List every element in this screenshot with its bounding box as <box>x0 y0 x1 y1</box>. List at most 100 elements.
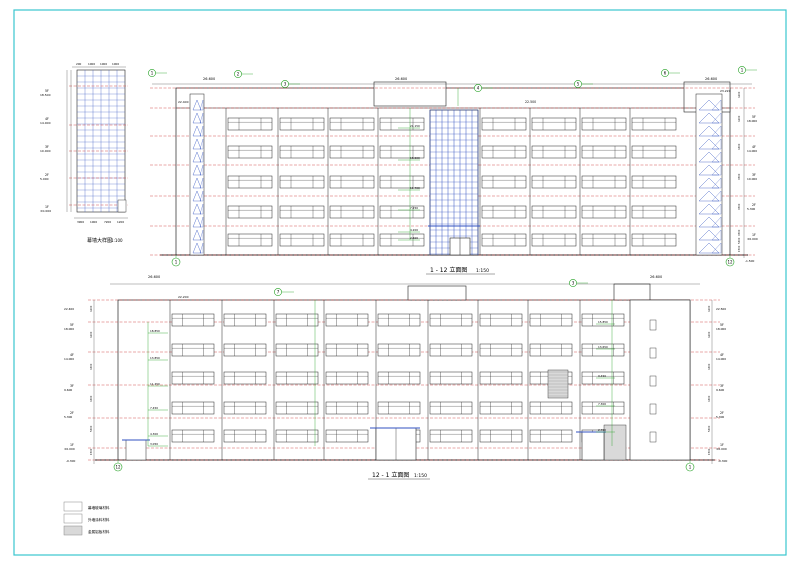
top-stair-triangle <box>192 216 202 228</box>
detail-floor-elev: 14.000 <box>40 121 51 125</box>
bot-tower-opening <box>649 375 657 387</box>
top-stair-triangle <box>698 164 720 176</box>
bot-left-dim: 4300 <box>89 363 93 370</box>
top-window <box>279 145 325 159</box>
bot-callout-label: 3 <box>572 281 575 286</box>
bot-callout <box>569 279 577 287</box>
top-window <box>531 233 577 247</box>
top-stair-triangle <box>698 125 720 137</box>
bot-right-floor-elev: 14.000 <box>716 357 726 361</box>
top-roof-mid-elev: 22.500 <box>525 100 536 104</box>
top-stair-triangle <box>192 151 202 163</box>
bot-right-dim: 4200 <box>707 305 711 312</box>
top-window <box>227 117 273 131</box>
top-window <box>279 205 325 219</box>
top-stair-triangle <box>192 164 202 176</box>
top-window <box>227 205 273 219</box>
top-stair-triangle <box>192 125 202 137</box>
top-callout <box>148 69 156 77</box>
elevation-top-title: 1 - 12 立面图 <box>430 266 467 274</box>
top-stair-tower <box>695 93 723 256</box>
top-axis-right-label: 12 <box>727 260 733 265</box>
top-right-dim: 4300 <box>737 143 741 150</box>
top-stair-triangle <box>698 190 720 202</box>
bot-window <box>275 343 319 357</box>
top-right-dim: 4200 <box>737 91 741 98</box>
elevation-bottom-scale: 1:150 <box>414 473 427 479</box>
bot-window <box>275 371 319 385</box>
bot-tower-opening <box>649 403 657 415</box>
top-window <box>581 117 627 131</box>
top-callout-label: 3 <box>284 82 287 87</box>
top-right-dim: 4500 <box>737 229 741 236</box>
bot-parapet-elev: 22.200 <box>178 295 189 299</box>
bot-right-floor-label: 5F <box>720 323 724 327</box>
bot-window <box>223 371 267 385</box>
bot-left-floor-elev: 18.000 <box>64 327 74 331</box>
top-window <box>227 175 273 189</box>
bot-metal-door-panel <box>603 424 627 461</box>
bot-roof-elev-left: 26.600 <box>148 275 160 279</box>
top-window <box>531 145 577 159</box>
bot-window <box>325 343 369 357</box>
bot-stair-elev-right: 2.700 <box>598 428 606 432</box>
bot-axis-left-label: 12 <box>115 465 121 470</box>
bot-window <box>171 343 215 357</box>
bot-window <box>223 343 267 357</box>
bot-tower-opening <box>649 319 657 331</box>
bot-window <box>429 313 473 327</box>
top-right-dim: 4500 <box>737 203 741 210</box>
top-stair-triangle <box>698 151 720 163</box>
top-right-floor-label: 4F <box>752 145 756 149</box>
top-roof-elev-left: 26.600 <box>203 77 215 81</box>
top-callout-label: 4 <box>477 86 480 91</box>
top-stair-triangle <box>199 229 204 241</box>
detail-top-dim: 1000 <box>100 62 107 66</box>
bot-window <box>479 313 523 327</box>
bot-right-dim: 5300 <box>707 425 711 432</box>
bot-stair-elev-right: 7.300 <box>598 402 606 406</box>
top-callout <box>234 70 242 78</box>
detail-base-block <box>117 199 127 213</box>
bot-stair-elev-left: 13.850 <box>150 356 160 360</box>
top-window <box>481 145 527 159</box>
bot-left-dim: 4300 <box>89 395 93 402</box>
detail-floor-label: 1F <box>45 205 49 209</box>
top-stair-triangle <box>199 164 204 176</box>
top-roof-elev-right: 26.600 <box>705 77 717 81</box>
detail-bottom-dim: 3900 <box>77 220 84 224</box>
bot-callout <box>274 288 282 296</box>
top-right-floor-label: 2F <box>752 203 756 207</box>
top-stair-triangle <box>192 229 202 241</box>
detail-bottom-dim: 7200 <box>104 220 111 224</box>
top-window <box>279 175 325 189</box>
bot-stair-elev-left: 18.850 <box>150 329 160 333</box>
top-window <box>329 205 375 219</box>
bot-window <box>223 429 267 443</box>
bot-left-floor-label: 2F <box>70 411 74 415</box>
bot-window <box>529 313 573 327</box>
top-window <box>581 205 627 219</box>
top-stair-triangle <box>711 216 722 228</box>
bot-roof-block-center <box>407 285 467 301</box>
top-right-dim: 5300 <box>737 237 741 244</box>
top-stair-triangle <box>711 164 722 176</box>
bot-window <box>377 343 421 357</box>
top-window <box>279 233 325 247</box>
bot-left-dim: 1500 <box>89 448 93 455</box>
legend-swatch-paint <box>63 513 83 524</box>
top-stair-triangle <box>698 216 720 228</box>
bot-right-dim: 4300 <box>707 363 711 370</box>
detail-top-dim: 1000 <box>112 62 119 66</box>
top-stair-triangle <box>711 151 722 163</box>
top-stair-triangle <box>711 177 722 189</box>
top-right-floor-label: 1F <box>752 233 756 237</box>
top-right-floor-elev: 10.000 <box>747 177 757 181</box>
top-stair-triangle <box>711 99 722 111</box>
detail-floor-elev: 18.500 <box>40 93 51 97</box>
bot-service-tower <box>629 299 691 461</box>
bot-stair-elev-left: 11.450 <box>150 382 160 386</box>
